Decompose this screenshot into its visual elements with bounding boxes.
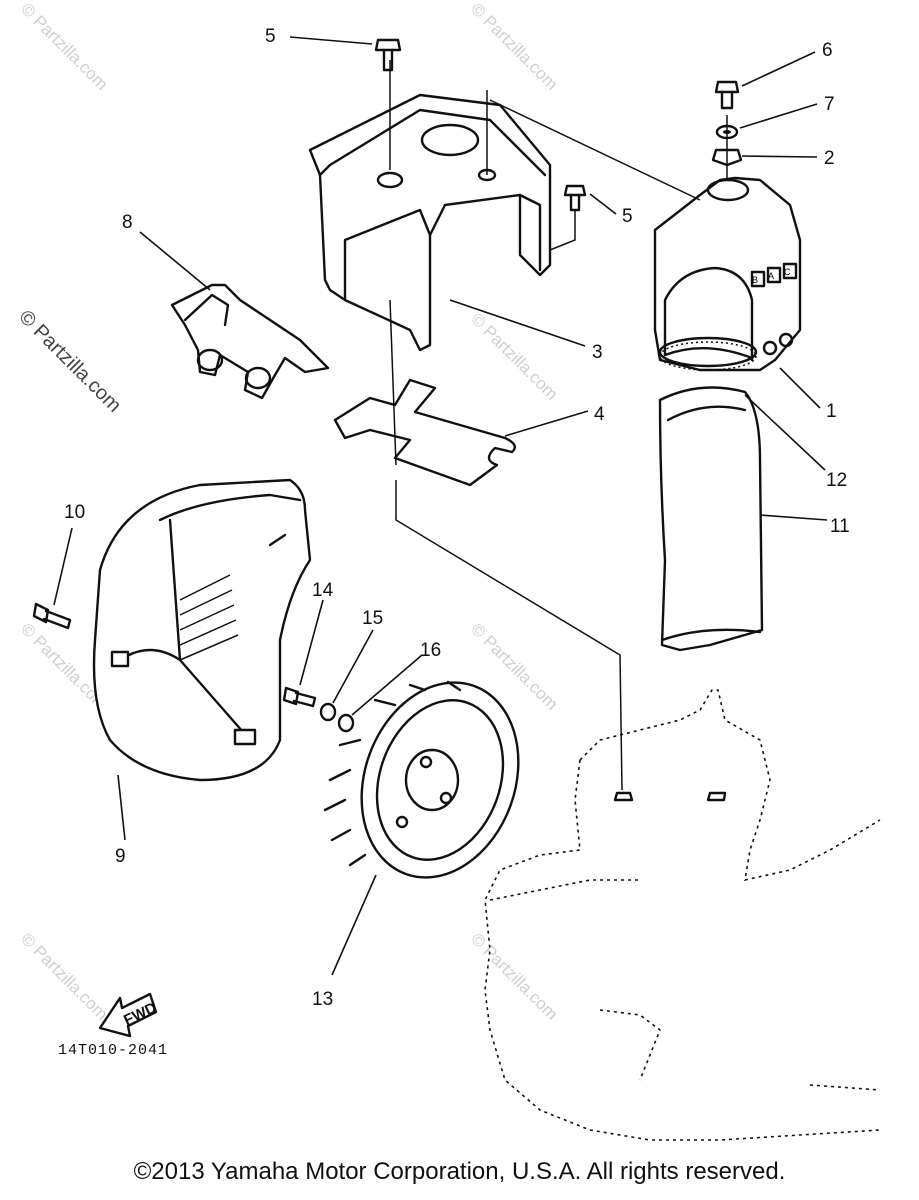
part-14-bolt [282, 686, 317, 708]
part-3-shroud-cover [308, 93, 552, 352]
part-13-flywheel-fan [323, 680, 520, 879]
part-5-bolt-top [374, 38, 402, 72]
duct-labels: B A C [750, 262, 798, 288]
callout-5: 5 [265, 26, 276, 47]
callout-4: 4 [594, 404, 605, 425]
callout-1: 1 [826, 401, 837, 422]
reference-lines [389, 60, 728, 791]
leader-lines [53, 36, 828, 976]
part-10-bolt [32, 602, 72, 630]
callout-8: 8 [122, 212, 133, 233]
part-6-bolt [714, 80, 740, 110]
callout-11: 11 [830, 516, 850, 537]
watermark: © Partzilla.com [467, 929, 561, 1023]
part-4-gasket [333, 378, 516, 487]
callout-3: 3 [592, 342, 603, 363]
callouts: 5 6 7 2 5 8 3 4 1 12 11 10 14 15 16 9 13 [64, 26, 850, 1010]
duct-letter: B [752, 275, 758, 285]
callout-2: 2 [824, 148, 835, 169]
part-8-bracket [170, 283, 330, 400]
part-5-bolt-side [563, 184, 587, 212]
callout-6: 6 [822, 40, 833, 61]
callout-16: 16 [420, 640, 441, 661]
watermark: © Partzilla.com [467, 309, 561, 403]
copyright-notice: ©2013 Yamaha Motor Corporation, U.S.A. A… [133, 1158, 786, 1185]
duct-letter: C [784, 267, 791, 277]
flywheel-fins [323, 680, 462, 867]
fwd-arrow-icon: FWD [98, 992, 159, 1038]
part-16-nut [337, 713, 355, 733]
callout-5: 5 [622, 206, 633, 227]
callout-14: 14 [312, 580, 334, 601]
watermark: © Partzilla.com [14, 306, 125, 417]
callout-12: 12 [826, 470, 847, 491]
callout-7: 7 [824, 94, 835, 115]
part-12-clamp [658, 336, 758, 371]
watermark: © Partzilla.com [17, 929, 111, 1023]
part-11-hose [658, 386, 764, 652]
watermark: © Partzilla.com [17, 0, 111, 94]
diagram-part-code: 14T010-2041 [58, 1042, 168, 1059]
fan-housing-fins [179, 574, 239, 661]
duct-letter: A [768, 271, 774, 281]
callout-15: 15 [362, 608, 383, 629]
part-1-air-duct: B A C [653, 176, 802, 372]
watermark: © Partzilla.com [467, 0, 561, 94]
callout-13: 13 [312, 989, 333, 1010]
callout-9: 9 [115, 846, 126, 867]
engine-outline [484, 689, 881, 1141]
part-9-fan-housing [92, 478, 312, 782]
callout-10: 10 [64, 502, 85, 523]
part-15-washer [319, 702, 337, 722]
